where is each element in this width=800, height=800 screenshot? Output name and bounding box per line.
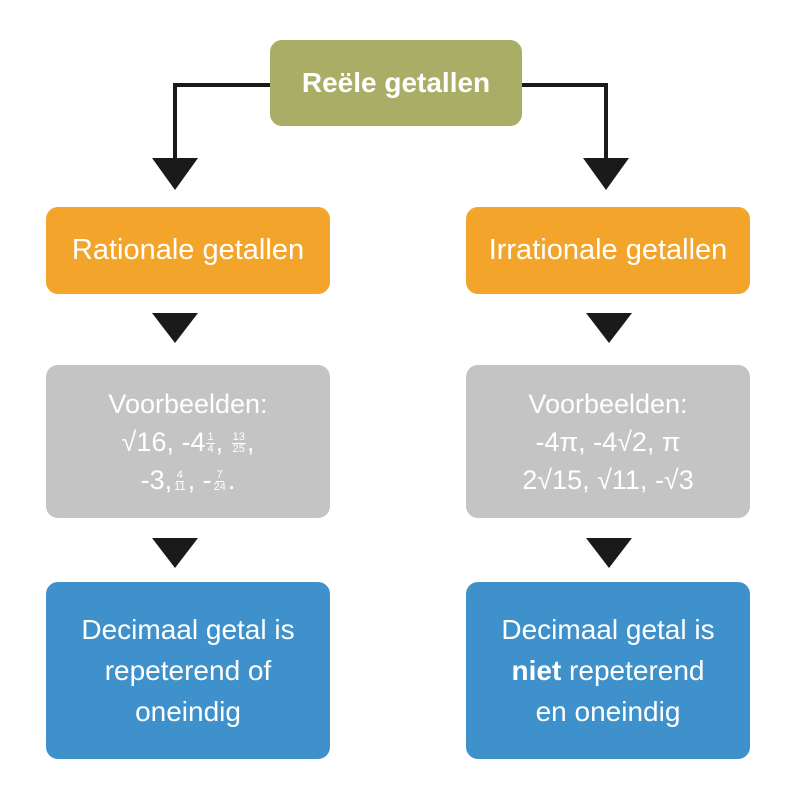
examples-line-end: , [246, 426, 255, 457]
fraction-denominator: 11 [174, 480, 186, 493]
category-rational: Rationale getallen [46, 207, 330, 294]
result-irrational-line3: en oneindig [535, 696, 681, 727]
examples-separator: , [215, 426, 231, 457]
root-node: Reële getallen [270, 40, 522, 126]
fraction-denominator: 24 [213, 480, 226, 493]
result-rational-line3: oneindig [135, 696, 241, 727]
category-irrational: Irrationale getallen [466, 207, 750, 294]
arrowhead-right-2 [586, 313, 632, 343]
result-rational-line1: Decimaal getal is [81, 614, 295, 645]
fraction-denominator: 4 [207, 442, 214, 455]
examples-rational-title: Voorbeelden: [108, 388, 268, 419]
category-rational-label: Rationale getallen [71, 234, 305, 266]
fraction-numerator: 13 [231, 430, 246, 444]
examples-irrational-title: Voorbeelden: [528, 388, 688, 419]
result-irrational-emphasis: niet [511, 655, 562, 686]
arrowhead-left-2 [152, 313, 198, 343]
arrowhead-left-3 [152, 538, 198, 568]
connector-root-right [522, 83, 608, 158]
result-irrational-line2-rest: repeterend [561, 655, 705, 686]
result-rational: Decimaal getal is repeterend of oneindig [46, 582, 330, 759]
examples-irrational-line2: 2√15, √11, -√3 [522, 464, 694, 495]
result-irrational-line1: Decimaal getal is [501, 614, 715, 645]
fraction-numerator: 4 [175, 468, 184, 482]
examples-irrational: Voorbeelden: -4π, -4√2, π 2√15, √11, -√3 [466, 365, 750, 518]
examples-separator: , - [187, 464, 212, 495]
examples-rational-line1-text: √16, -4 [121, 426, 206, 457]
examples-irrational-line1: -4π, -4√2, π [535, 426, 681, 457]
connector-root-left [173, 83, 270, 158]
root-label: Reële getallen [301, 67, 491, 98]
examples-rational-line2-text: -3, [140, 464, 173, 495]
arrowhead-left-1 [152, 158, 198, 190]
fraction-denominator: 25 [232, 442, 245, 455]
examples-line-end: . [227, 464, 236, 495]
arrowhead-right-1 [583, 158, 629, 190]
result-irrational-line2: niet repeterend [512, 650, 705, 691]
result-rational-line2: repeterend of [104, 655, 272, 686]
arrowhead-right-3 [586, 538, 632, 568]
fraction-numerator: 1 [206, 430, 215, 444]
result-irrational: Decimaal getal is niet repeterend en one… [466, 582, 750, 759]
category-irrational-label: Irrationale getallen [488, 234, 728, 266]
fraction-numerator: 7 [215, 468, 224, 482]
